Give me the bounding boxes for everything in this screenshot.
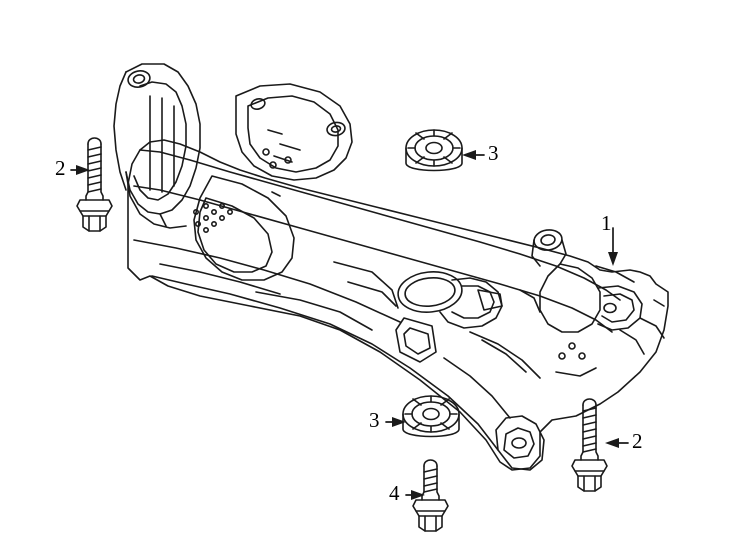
left-mounting-bracket [113,63,201,229]
bushing-upper [405,129,463,172]
callout-label-1: 1 [601,211,612,235]
bushing-lower [402,395,460,438]
callout-label-4: 4 [389,481,400,505]
callout-label-3-lower: 3 [369,408,380,432]
left-face-embossing [193,148,295,281]
bolt-upper-left [76,137,113,232]
leader-lines [70,150,629,500]
body-contour-lines [133,239,635,419]
callout-label-2-left: 2 [55,156,66,180]
lower-right-bracket [495,415,545,471]
callout-label-3-upper: 3 [488,141,499,165]
callout-label-2-right: 2 [632,429,643,453]
center-rib-detail [255,261,541,379]
right-mounting-lugs [531,229,665,377]
bolt-lower-right [571,398,608,492]
center-opening [397,271,503,329]
rear-upper-mount-plate [235,83,353,181]
bolt-short-lower [412,459,449,532]
